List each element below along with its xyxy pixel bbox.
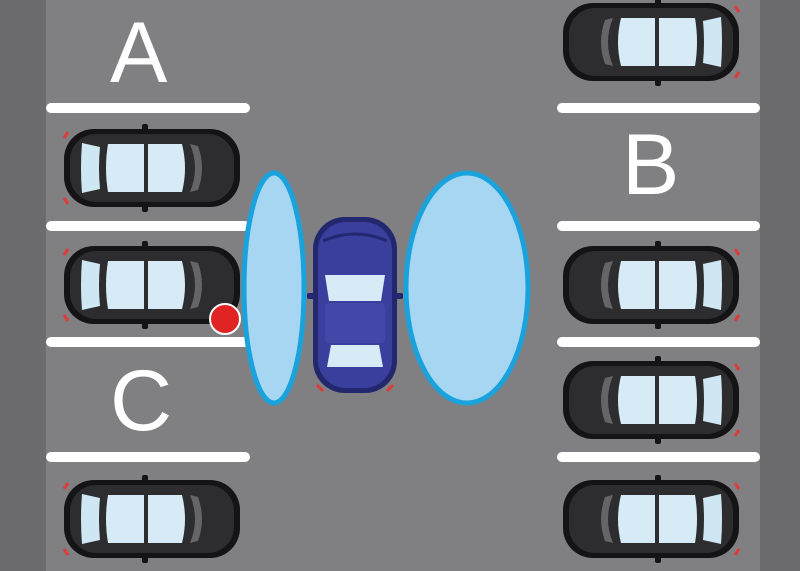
parked-car-right-2-icon bbox=[561, 239, 741, 331]
parked-car-right-3-icon bbox=[561, 354, 741, 446]
parked-car-right-4-icon bbox=[561, 473, 741, 565]
left-strip bbox=[0, 0, 46, 571]
label-b: B bbox=[622, 117, 679, 213]
sensor-zone-left-icon bbox=[241, 170, 307, 406]
sensor-zone-right-icon bbox=[403, 170, 531, 406]
label-c: C bbox=[110, 353, 172, 449]
parking-lines bbox=[46, 103, 760, 462]
parked-car-left-3-icon bbox=[62, 473, 242, 565]
right-strip bbox=[760, 0, 800, 571]
parked-car-right-1-icon bbox=[561, 0, 741, 88]
alert-dot-icon bbox=[209, 303, 241, 335]
label-a: A bbox=[110, 5, 168, 101]
active-car-icon bbox=[307, 217, 403, 393]
parked-car-left-1-icon bbox=[62, 122, 242, 214]
